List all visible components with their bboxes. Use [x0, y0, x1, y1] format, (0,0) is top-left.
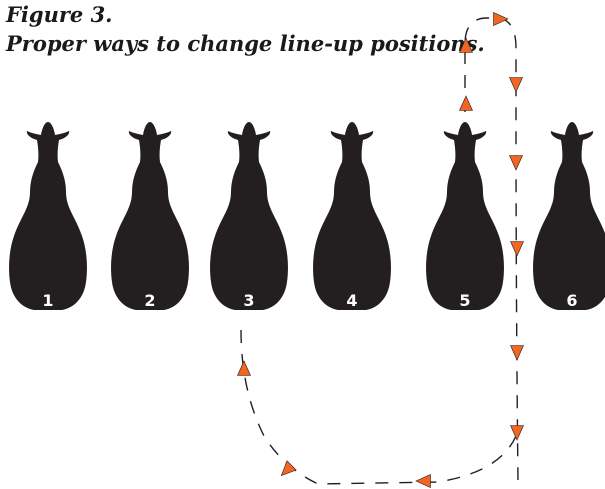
arrow-left-icon: [280, 460, 297, 477]
figure-title: Figure 3. Proper ways to change line-up …: [6, 0, 485, 58]
cow-silhouette: [111, 122, 189, 310]
cow-silhouette: [426, 122, 504, 310]
arrow-down-icon: [510, 345, 524, 361]
arrow-up-icon: [459, 95, 473, 111]
cow-3: 3: [210, 122, 288, 310]
arrow-down-icon: [510, 241, 524, 257]
cow-silhouette: [533, 122, 605, 310]
path-animal-3: [240, 329, 517, 485]
figure-caption: Proper ways to change line-up positions.: [6, 31, 485, 56]
cow-1: 1: [9, 122, 87, 310]
cow-5: 5: [426, 122, 504, 310]
arrow-up-icon: [459, 37, 473, 53]
figure-label: Figure 3.: [6, 2, 113, 27]
arrow-left-icon: [415, 474, 431, 488]
cow-number-label: 5: [459, 291, 470, 310]
cow-number-label: 3: [243, 291, 254, 310]
cow-number-label: 2: [144, 291, 155, 310]
cow-number-label: 6: [566, 291, 577, 310]
cow-4: 4: [313, 122, 391, 310]
arrow-up-icon: [237, 360, 251, 376]
arrow-right-icon: [493, 12, 509, 26]
animal-lineup: 1 2 3 4 5 6: [9, 122, 605, 310]
cow-silhouette: [210, 122, 288, 310]
arrow-down-icon: [510, 425, 524, 441]
cow-6: 6: [533, 122, 605, 310]
arrow-down-icon: [509, 77, 523, 93]
direction-arrows: [237, 12, 524, 488]
cow-silhouette: [313, 122, 391, 310]
cow-number-label: 4: [346, 291, 357, 310]
cow-2: 2: [111, 122, 189, 310]
cow-silhouette: [9, 122, 87, 310]
arrow-down-icon: [509, 155, 523, 171]
cow-number-label: 1: [42, 291, 53, 310]
